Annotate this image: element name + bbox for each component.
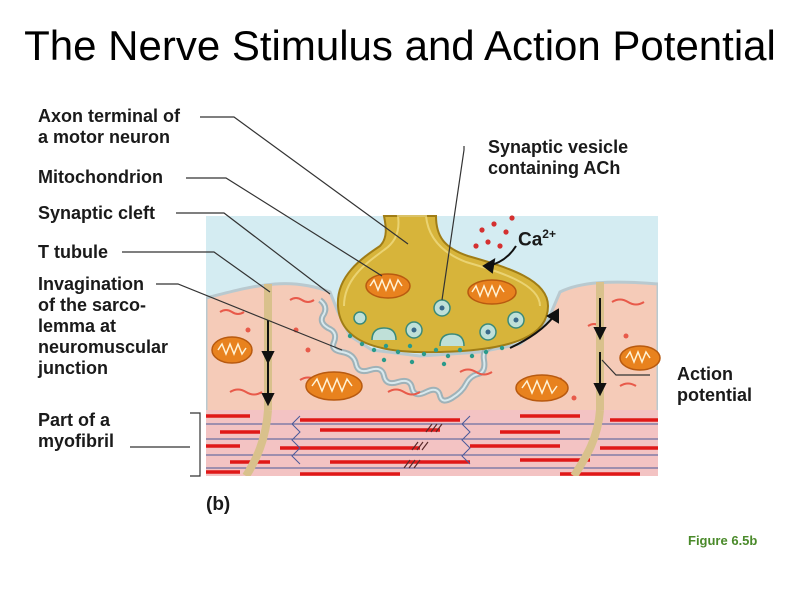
label-calcium: Ca2+ (518, 227, 556, 251)
terminal-mitochondria (365, 273, 517, 305)
axon-terminal (336, 215, 550, 354)
muscle-mitochondria (211, 336, 661, 402)
label-t-tubule: T tubule (38, 242, 108, 262)
label-action-potential: Action potential (677, 364, 752, 405)
ach-molecules (347, 333, 505, 367)
label-myofibril: Part of a myofibril (38, 410, 115, 451)
label-invagination: Invagination of the sarco- lemma at neur… (38, 274, 169, 378)
panel-label: (b) (206, 494, 231, 515)
synaptic-vesicles (353, 299, 525, 347)
figure-caption: Figure 6.5b (688, 533, 758, 548)
break-marks (403, 423, 443, 469)
label-mitochondrion: Mitochondrion (38, 167, 163, 187)
label-synaptic-cleft: Synaptic cleft (38, 203, 156, 223)
label-axon-terminal: Axon terminal of a motor neuron (38, 106, 181, 147)
calcium-ions (473, 215, 515, 249)
page-title: The Nerve Stimulus and Action Potential (24, 22, 776, 69)
label-calcium-charge: 2+ (542, 227, 556, 241)
label-synaptic-vesicle: Synaptic vesicle containing ACh (488, 137, 629, 178)
leader-lines (122, 116, 650, 477)
